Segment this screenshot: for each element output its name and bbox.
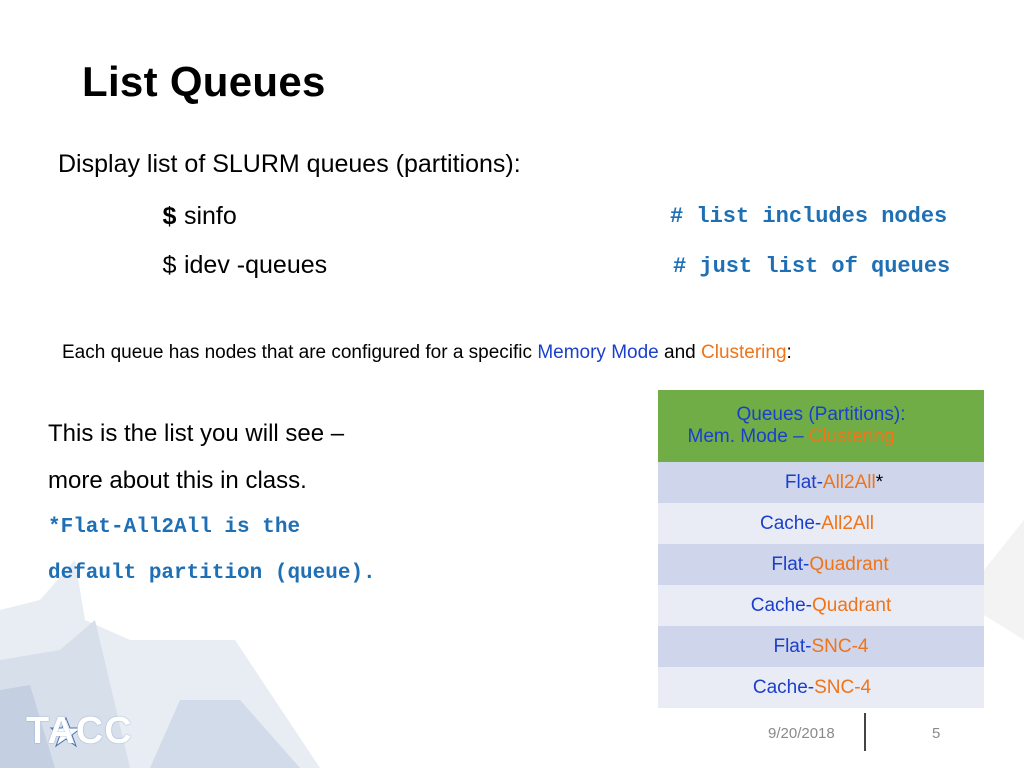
intro-text: Display list of SLURM queues (partitions… bbox=[58, 150, 521, 178]
row-cluster: SNC-4 bbox=[814, 676, 872, 698]
table-row: Flat-SNC-4 bbox=[658, 626, 984, 667]
row-mode: Cache- bbox=[752, 676, 815, 698]
list-note-line2: more about this in class. bbox=[48, 467, 307, 494]
table-row: Cache-Quadrant bbox=[658, 585, 984, 626]
comment-sinfo: # list includes nodes bbox=[670, 204, 948, 229]
row-cluster: All2All bbox=[821, 512, 875, 534]
command-line-idev: $ idev -queues bbox=[162, 251, 327, 281]
row-cluster: Quadrant bbox=[812, 594, 892, 616]
clustering-term: Clustering bbox=[701, 342, 787, 363]
tacc-logo-mark bbox=[49, 716, 83, 748]
explain-before: Each queue has nodes that are configured… bbox=[62, 342, 538, 363]
row-mode: Cache- bbox=[750, 594, 812, 616]
footer-divider bbox=[864, 713, 866, 751]
prompt-symbol: $ bbox=[162, 203, 178, 232]
queue-table: Queues (Partitions): Mem. Mode – Cluster… bbox=[658, 390, 984, 708]
table-header: Queues (Partitions): Mem. Mode – Cluster… bbox=[658, 390, 984, 462]
row-mode: Cache- bbox=[759, 512, 822, 534]
default-note-line1: *Flat-All2All is the bbox=[48, 516, 301, 539]
tacc-logo: TACC bbox=[24, 710, 148, 756]
row-cluster: Quadrant bbox=[809, 553, 889, 575]
command-sinfo: sinfo bbox=[183, 202, 237, 230]
memory-mode-term: Memory Mode bbox=[537, 342, 659, 363]
table-row: Flat-All2All* bbox=[658, 462, 984, 503]
slide-title: List Queues bbox=[82, 58, 326, 105]
row-default-marker: * bbox=[875, 471, 884, 493]
explain-text: Each queue has nodes that are configured… bbox=[62, 342, 792, 364]
command-idev-queues: idev -queues bbox=[183, 251, 328, 279]
header-dash: – bbox=[787, 426, 809, 447]
table-row: Flat-Quadrant bbox=[658, 544, 984, 585]
explain-colon: : bbox=[786, 342, 792, 363]
row-cluster: SNC-4 bbox=[811, 635, 869, 657]
header-subtitle: Mem. Mode – Clustering bbox=[688, 426, 895, 448]
tacc-logo-text: TACC bbox=[26, 710, 133, 752]
row-mode: Flat- bbox=[773, 635, 812, 657]
command-line-sinfo: $ sinfo bbox=[162, 202, 237, 232]
row-mode: Flat- bbox=[784, 471, 823, 493]
table-row: Cache-SNC-4 bbox=[658, 667, 984, 708]
footer-date: 9/20/2018 bbox=[768, 725, 835, 742]
default-note-line2: default partition (queue). bbox=[48, 562, 376, 585]
row-mode: Flat- bbox=[771, 553, 810, 575]
page-number: 5 bbox=[932, 725, 941, 742]
header-title: Queues (Partitions): bbox=[736, 404, 906, 425]
prompt-symbol: $ bbox=[162, 252, 178, 281]
header-mem-mode: Mem. Mode bbox=[687, 426, 788, 447]
list-note-line1: This is the list you will see – bbox=[48, 420, 345, 447]
comment-idev: # just list of queues bbox=[673, 254, 951, 279]
table-row: Cache-All2All bbox=[658, 503, 984, 544]
header-clustering: Clustering bbox=[808, 426, 895, 447]
explain-and: and bbox=[658, 342, 701, 363]
row-cluster: All2All bbox=[822, 471, 876, 493]
